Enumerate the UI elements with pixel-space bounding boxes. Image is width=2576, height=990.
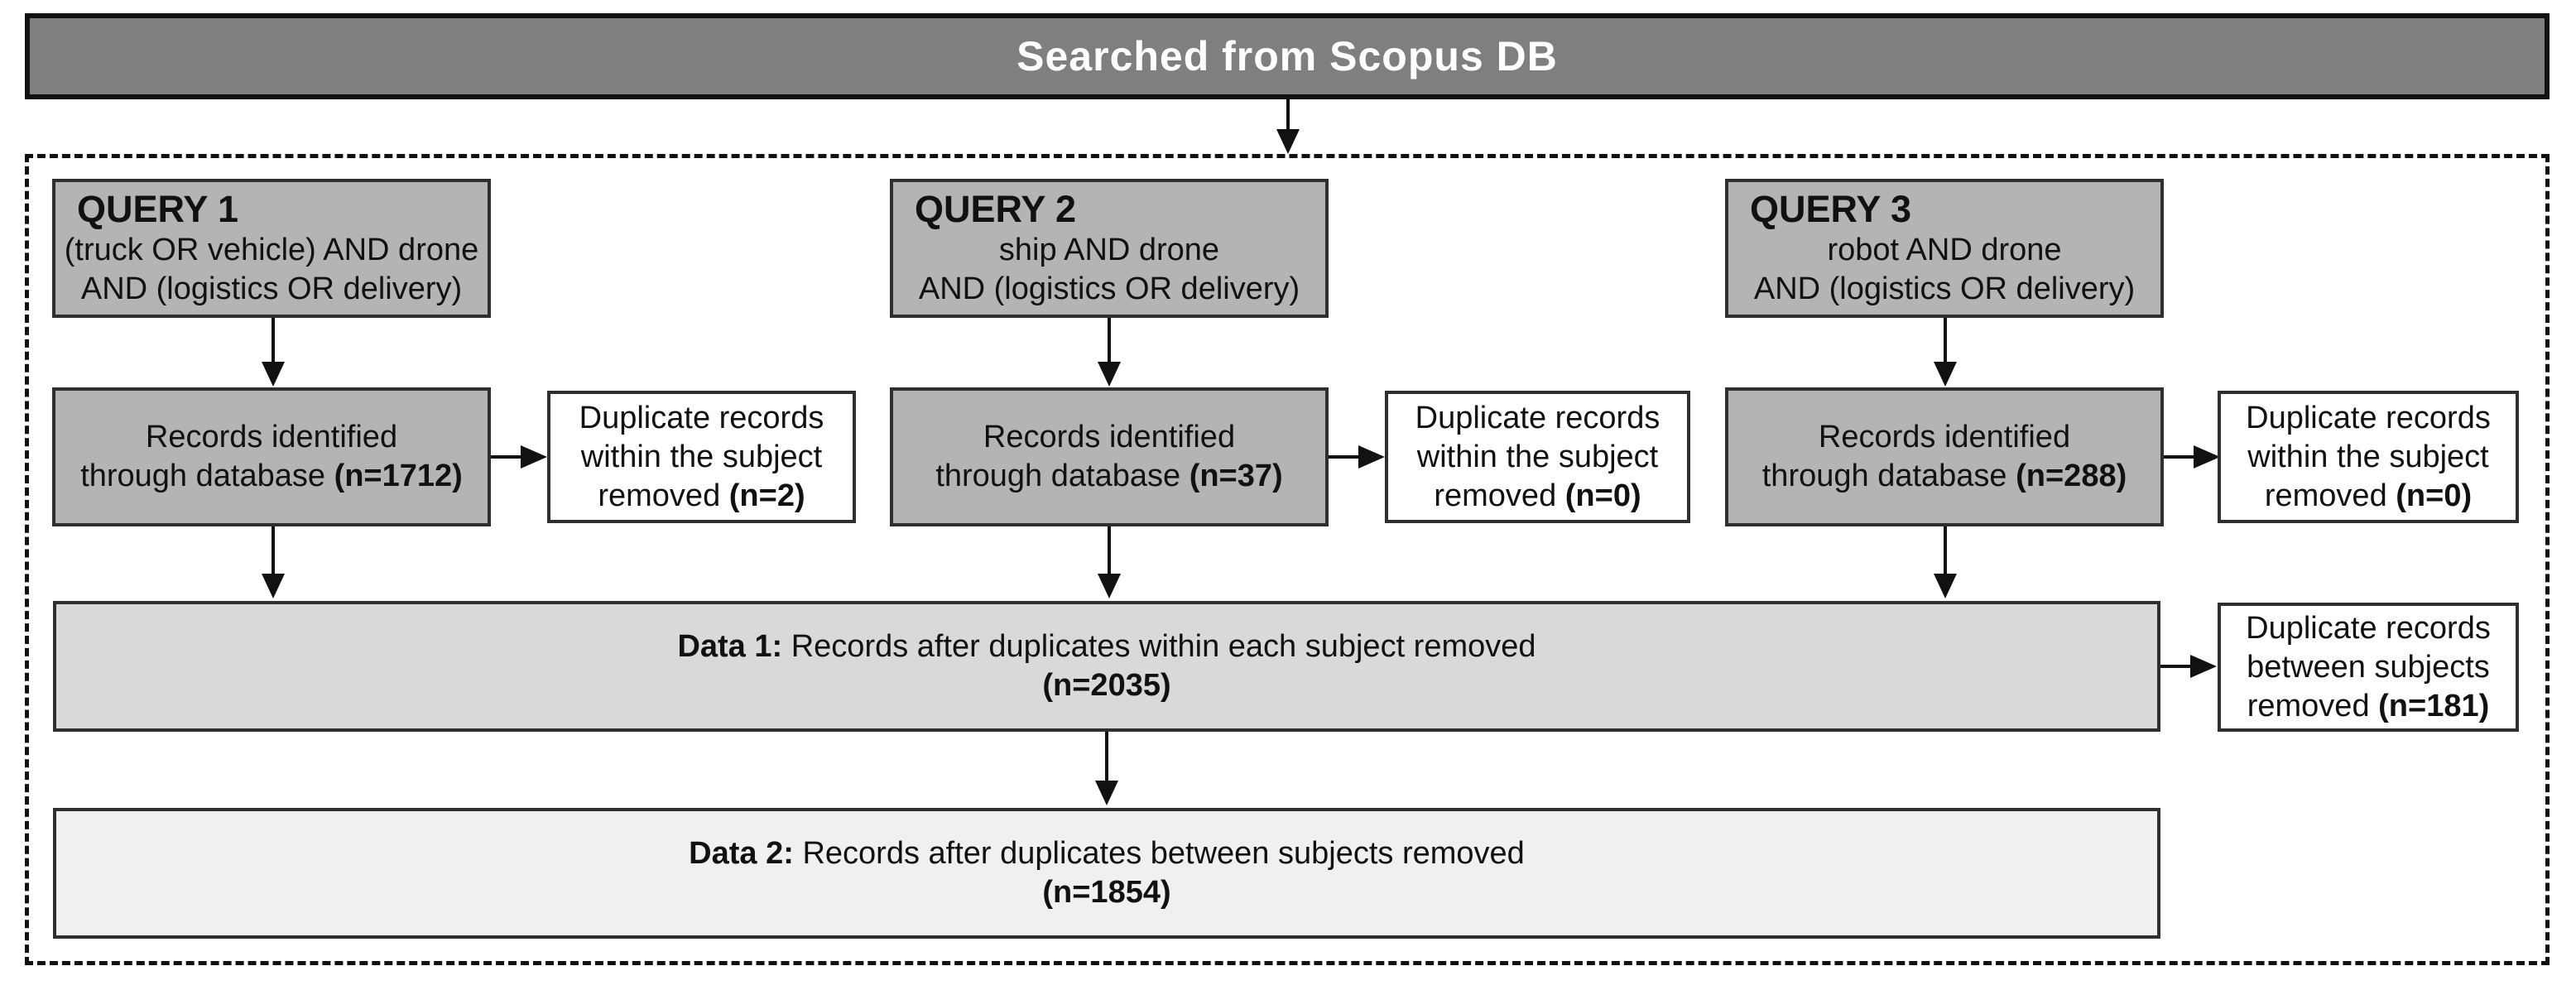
arrow-query-3-to-records-line [1944, 318, 1947, 363]
query-3-text-line-2: AND (logistics OR delivery) [1753, 272, 2136, 306]
duplicates-1-count: (n=2) [728, 478, 805, 513]
arrow-query-2-to-records-head [1098, 362, 1121, 387]
records-2-box: Records identified through database (n=3… [890, 387, 1329, 526]
between-duplicates-line-2: between subjects [2247, 649, 2490, 685]
duplicates-3-line-1: Duplicate records [2246, 400, 2491, 435]
data-1-count: (n=2035) [1042, 668, 1171, 703]
data-2-count: (n=1854) [1042, 875, 1171, 910]
between-duplicates-box: Duplicate records between subjects remov… [2218, 603, 2519, 732]
records-1-line-2: through database (n=1712) [55, 457, 488, 496]
query-2-text-line-2: AND (logistics OR delivery) [918, 272, 1300, 306]
duplicates-2-line-1: Duplicate records [1415, 400, 1660, 435]
arrow-records-3-to-data1-line [1944, 526, 1947, 574]
query-1-title: QUERY 1 [77, 188, 239, 230]
arrow-records-1-to-duplicates-line [491, 455, 522, 459]
records-3-count: (n=288) [2016, 459, 2127, 493]
duplicates-3-text: removed [2264, 478, 2387, 513]
duplicates-2-line-2: within the subject [1416, 439, 1659, 474]
arrow-query-1-to-records-line [272, 318, 275, 363]
records-3-box: Records identified through database (n=2… [1725, 387, 2164, 526]
records-1-box: Records identified through database (n=1… [52, 387, 491, 526]
records-1-count: (n=1712) [334, 459, 463, 493]
query-2-box: QUERY 2 ship AND drone AND (logistics OR… [890, 179, 1329, 318]
arrow-query-1-to-records-head [262, 362, 285, 387]
records-2-line-2: through database (n=37) [893, 457, 1325, 496]
duplicates-2-line-3: removed (n=0) [1388, 477, 1687, 516]
header-title: Searched from Scopus DB [1016, 33, 1558, 79]
arrow-records-2-to-duplicates-line [1329, 455, 1360, 459]
query-1-text-line-2: AND (logistics OR delivery) [80, 272, 463, 306]
header-bar: Searched from Scopus DB [25, 13, 2550, 99]
duplicates-2-count: (n=0) [1564, 478, 1641, 513]
data-2-text-line: Data 2: Records after duplicates between… [56, 834, 2157, 873]
records-3-line-2: through database (n=288) [1728, 457, 2160, 496]
records-2-line-1: Records identified [983, 420, 1236, 454]
duplicates-1-line-2: within the subject [580, 439, 823, 474]
arrow-records-2-to-duplicates-head [1358, 445, 1385, 469]
query-1-text-line-1: (truck OR vehicle) AND drone [64, 233, 479, 267]
query-3-box: QUERY 3 robot AND drone AND (logistics O… [1725, 179, 2164, 318]
duplicates-2-box: Duplicate records within the subject rem… [1385, 391, 1690, 523]
arrow-header-to-container-head [1276, 129, 1300, 154]
data-2-label: Data 2: [689, 836, 794, 871]
arrow-header-to-container-line [1286, 99, 1290, 131]
duplicates-3-count: (n=0) [2396, 478, 2473, 513]
arrow-records-2-to-data1-line [1108, 526, 1111, 574]
duplicates-1-line-3: removed (n=2) [550, 477, 853, 516]
records-1-line-1: Records identified [145, 420, 398, 454]
records-3-text: through database [1761, 459, 2007, 493]
duplicates-1-text: removed [598, 478, 721, 513]
arrow-records-2-to-data1-head [1098, 574, 1121, 598]
duplicates-1-box: Duplicate records within the subject rem… [547, 391, 856, 523]
arrow-query-3-to-records-head [1934, 362, 1957, 387]
arrow-query-2-to-records-line [1108, 318, 1111, 363]
arrow-records-3-to-duplicates-head [2194, 445, 2220, 469]
duplicates-3-line-3: removed (n=0) [2221, 477, 2516, 516]
data-1-text: Records after duplicates within each sub… [791, 629, 1536, 664]
query-2-title: QUERY 2 [915, 188, 1077, 230]
duplicates-1-line-1: Duplicate records [579, 400, 824, 435]
between-duplicates-text: removed [2247, 688, 2370, 723]
query-2-text-line-1: ship AND drone [998, 233, 1220, 267]
arrow-data1-to-between-duplicates-head [2190, 655, 2217, 678]
records-2-count: (n=37) [1189, 459, 1283, 493]
arrow-records-1-to-duplicates-head [521, 445, 547, 469]
query-3-text-line-1: robot AND drone [1827, 233, 2062, 267]
arrow-data1-to-data2-line [1105, 732, 1108, 781]
records-2-text: through database [935, 459, 1181, 493]
duplicates-2-text: removed [1434, 478, 1557, 513]
between-duplicates-line-3: removed (n=181) [2221, 687, 2516, 726]
data-2-box: Data 2: Records after duplicates between… [53, 808, 2160, 939]
data-1-text-line: Data 1: Records after duplicates within … [56, 627, 2157, 666]
data-1-label: Data 1: [677, 629, 783, 664]
arrow-data1-to-data2-head [1095, 781, 1118, 805]
between-duplicates-count: (n=181) [2378, 688, 2490, 723]
duplicates-3-box: Duplicate records within the subject rem… [2218, 391, 2519, 523]
between-duplicates-line-1: Duplicate records [2246, 610, 2491, 646]
arrow-records-3-to-data1-head [1934, 574, 1957, 598]
records-3-line-1: Records identified [1818, 420, 2071, 454]
records-1-text: through database [80, 459, 325, 493]
duplicates-3-line-2: within the subject [2247, 439, 2489, 474]
data-2-text: Records after duplicates between subject… [802, 836, 1525, 871]
query-1-box: QUERY 1 (truck OR vehicle) AND drone AND… [52, 179, 491, 318]
arrow-records-1-to-data1-head [262, 574, 285, 598]
data-1-box: Data 1: Records after duplicates within … [53, 601, 2160, 732]
arrow-records-1-to-data1-line [272, 526, 275, 574]
search-results-container [25, 154, 2550, 965]
arrow-records-3-to-duplicates-line [2164, 455, 2195, 459]
arrow-data1-to-between-duplicates-line [2160, 665, 2192, 668]
query-3-title: QUERY 3 [1750, 188, 1912, 230]
